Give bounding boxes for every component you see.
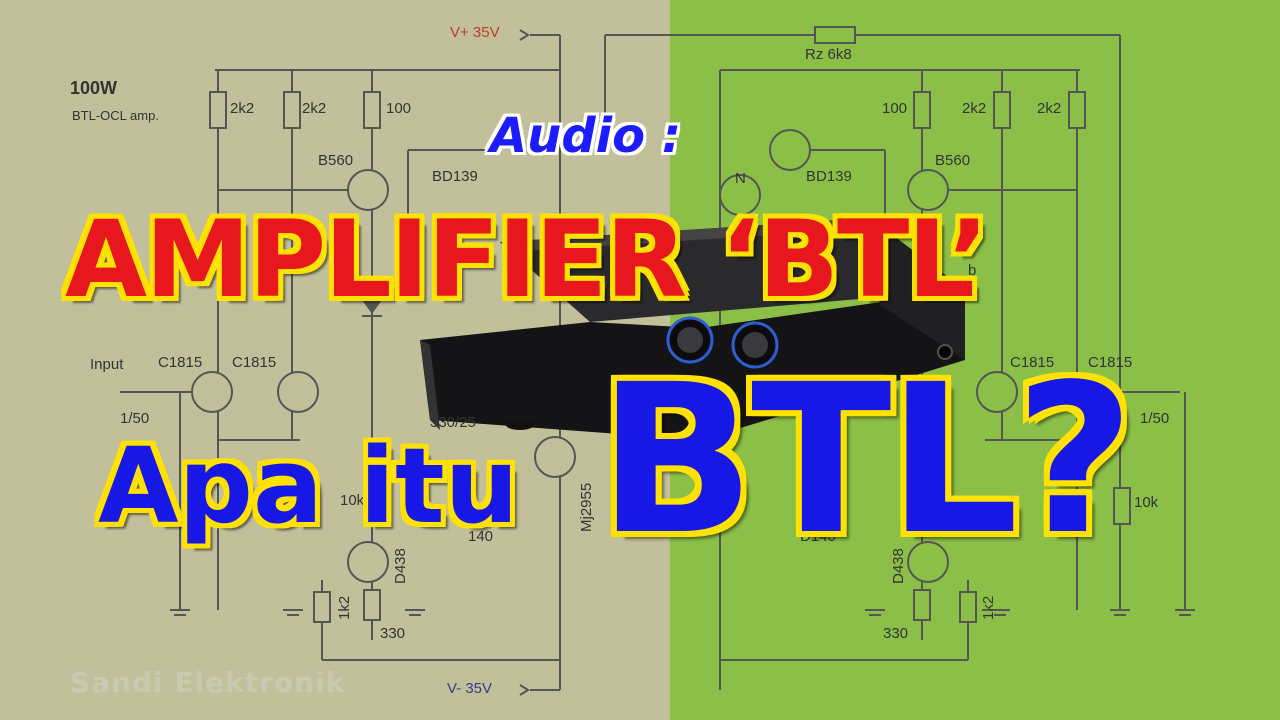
r-330-right: 330 — [883, 625, 909, 642]
r-10k-left: 10k — [340, 492, 365, 509]
r-2k2-a: 2k2 — [230, 100, 255, 117]
c1815-a-label: C1815 — [158, 354, 203, 371]
d438-left-label: D438 — [392, 548, 409, 584]
c1815-d-label: C1815 — [1088, 354, 1133, 371]
schematic-title: 100W — [70, 78, 118, 98]
headline-audio: Audio : — [490, 108, 682, 164]
headline-btl-question: BTL? — [598, 340, 1134, 580]
r-1k2-left: 1k2 — [336, 595, 353, 620]
r-2k2-c: 2k2 — [962, 100, 987, 117]
partial-label-b: b — [968, 262, 977, 279]
r-1k2-right: 1k2 — [980, 595, 997, 620]
mj2955-label: Mj2955 — [578, 482, 595, 532]
r-220-label: 220 — [812, 452, 838, 469]
headline-apa-itu: Apa itu — [98, 425, 519, 547]
b560-left-label: B560 — [318, 152, 354, 169]
cap-330-label: 330/25 — [430, 414, 476, 431]
bd140-left-label: 140 — [468, 528, 494, 545]
cap-input-left: 1/50 — [120, 410, 150, 427]
watermark: Sandi Elektronik — [70, 666, 346, 699]
c1815-b-label: C1815 — [232, 354, 277, 371]
b560-right-label: B560 — [935, 152, 971, 169]
partial-label-n: N — [735, 170, 746, 187]
v-minus-label: V- 35V — [447, 680, 493, 697]
r-2k2-d: 2k2 — [1037, 100, 1062, 117]
r-100-left: 100 — [386, 100, 412, 117]
bd140-right-label: D140 — [800, 528, 836, 545]
headline-amplifier-btl: AMPLIFIER ‘BTL’ — [65, 198, 989, 321]
bd139-right-label: BD139 — [806, 168, 852, 185]
rz-label: Rz 6k8 — [805, 46, 852, 63]
r-330-left: 330 — [380, 625, 406, 642]
c1815-c-label: C1815 — [1010, 354, 1055, 371]
r-2k2-b: 2k2 — [302, 100, 327, 117]
bd139-left-label: BD139 — [432, 168, 478, 185]
r-10k-right: 10k — [1134, 494, 1159, 511]
cap-input-right: 1/50 — [1140, 410, 1170, 427]
v-plus-label: V+ 35V — [450, 24, 500, 41]
input-label: Input — [90, 356, 124, 373]
r-100-right: 100 — [882, 100, 908, 117]
schematic-subtitle: BTL-OCL amp. — [72, 108, 159, 123]
